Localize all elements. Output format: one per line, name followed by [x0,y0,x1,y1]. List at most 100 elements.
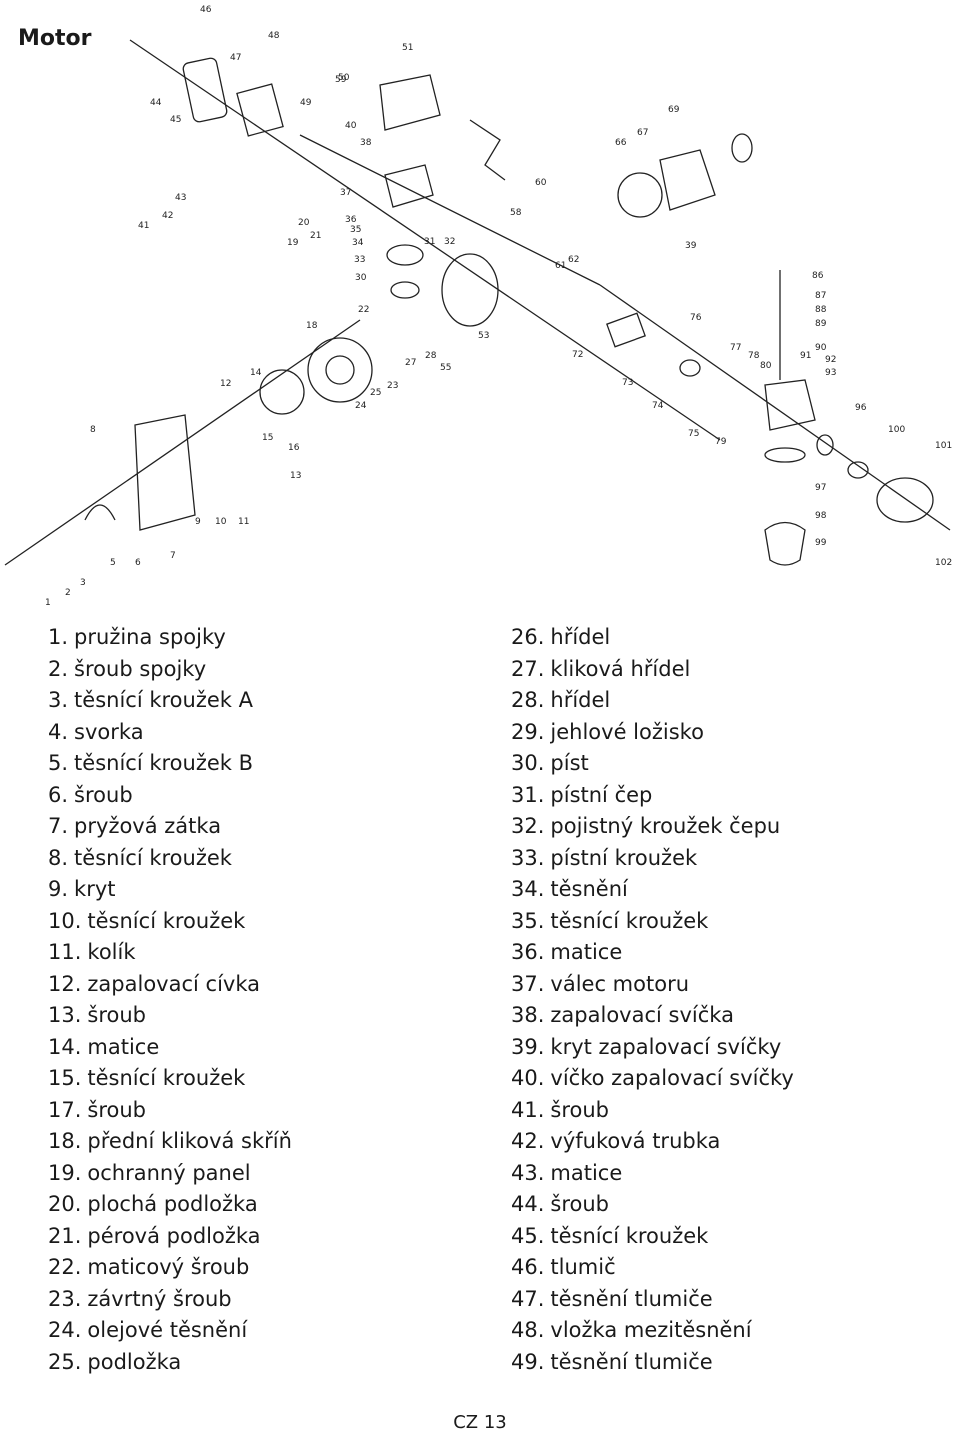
svg-text:30: 30 [355,273,367,283]
svg-text:61: 61 [555,261,566,271]
part-item: 17.šroub [48,1095,292,1127]
svg-text:9: 9 [195,517,201,527]
svg-text:58: 58 [510,208,522,218]
part-name: těsnící kroužek B [74,751,254,775]
part-number: 25. [48,1349,82,1374]
svg-text:33: 33 [354,255,365,265]
part-number: 19. [48,1160,82,1185]
part-name: jehlové ložisko [550,719,704,744]
part-name: matice [550,1160,623,1185]
svg-text:11: 11 [238,517,249,527]
svg-text:12: 12 [220,379,231,389]
part-number: 37. [511,971,545,996]
part-item: 4.svorka [48,717,292,749]
svg-text:66: 66 [615,138,627,148]
crankcase-part [441,253,499,327]
svg-text:46: 46 [200,5,212,15]
part-name: šroub [74,782,133,807]
part-number: 21. [48,1223,82,1248]
part-item: 15.těsnící kroužek [48,1063,292,1095]
part-name: těsnící kroužek [87,1066,246,1090]
svg-text:37: 37 [340,188,351,198]
part-item: 6.šroub [48,780,292,812]
part-number: 5. [48,751,69,775]
svg-text:43: 43 [175,193,186,203]
svg-text:32: 32 [444,237,455,247]
svg-text:97: 97 [815,483,826,493]
part-item: 18.přední kliková skříň [48,1126,292,1158]
part-name: přední kliková skříň [87,1129,292,1153]
svg-text:42: 42 [162,211,173,221]
part-name: podložka [87,1349,182,1374]
part-name: těsnící kroužek [550,1223,709,1248]
part-item: 36.matice [511,937,794,969]
part-name: pryžová zátka [74,814,222,838]
part-item: 38.zapalovací svíčka [511,1000,794,1032]
part-item: 19.ochranný panel [48,1158,292,1190]
part-item: 9.kryt [48,874,292,906]
part-number: 47. [511,1286,545,1311]
part-number: 20. [48,1192,82,1216]
part-name: pístní čep [550,782,653,807]
part-item: 22.maticový šroub [48,1252,292,1284]
flywheel-part [617,172,663,218]
svg-text:55: 55 [440,363,451,373]
part-item: 13.šroub [48,1000,292,1032]
part-item: 49.těsnění tlumiče [511,1347,794,1379]
page-title: Motor [18,26,92,51]
part-item: 14.matice [48,1032,292,1064]
part-name: píst [550,751,589,775]
muffler-part [182,57,228,123]
svg-text:91: 91 [800,351,811,361]
part-name: ochranný panel [87,1160,251,1185]
svg-text:8: 8 [90,425,96,435]
part-item: 47.těsnění tlumiče [511,1284,794,1316]
svg-text:73: 73 [622,378,633,388]
svg-text:38: 38 [360,138,372,148]
svg-text:89: 89 [815,319,827,329]
svg-text:31: 31 [424,237,435,247]
part-item: 32.pojistný kroužek čepu [511,811,794,843]
svg-text:53: 53 [478,331,489,341]
part-name: těsnící kroužek [74,845,232,870]
svg-text:92: 92 [825,355,836,365]
svg-text:88: 88 [815,305,827,315]
part-name: olejové těsnění [87,1318,248,1342]
svg-text:99: 99 [815,538,827,548]
svg-text:20: 20 [298,218,310,228]
part-number: 40. [511,1066,545,1090]
part-item: 31.pístní čep [511,780,794,812]
svg-text:59: 59 [335,75,347,85]
part-name: matice [87,1034,160,1059]
part-number: 45. [511,1223,545,1248]
part-item: 11.kolík [48,937,292,969]
svg-text:90: 90 [815,343,827,353]
part-name: pérová podložka [87,1223,261,1248]
part-item: 28.hřídel [511,685,794,717]
svg-text:45: 45 [170,115,181,125]
part-name: těsnění tlumiče [550,1349,713,1374]
housing-part [134,414,196,531]
svg-text:87: 87 [815,291,826,301]
part-number: 9. [48,877,69,901]
part-name: pružina spojky [74,625,226,649]
svg-text:7: 7 [170,551,176,561]
svg-text:100: 100 [888,425,905,435]
part-item: 46.tlumič [511,1252,794,1284]
svg-text:10: 10 [215,517,227,527]
part-item: 35.těsnící kroužek [511,906,794,938]
part-item: 40.víčko zapalovací svíčky [511,1063,794,1095]
svg-text:2: 2 [65,588,71,598]
part-item: 8.těsnící kroužek [48,843,292,875]
part-name: hřídel [550,625,611,649]
svg-text:25: 25 [370,388,381,398]
svg-text:6: 6 [135,558,141,568]
part-item: 42.výfuková trubka [511,1126,794,1158]
part-number: 29. [511,719,545,744]
svg-text:51: 51 [402,43,413,53]
svg-text:3: 3 [80,578,86,588]
svg-text:76: 76 [690,313,702,323]
part-number: 12. [48,971,82,996]
